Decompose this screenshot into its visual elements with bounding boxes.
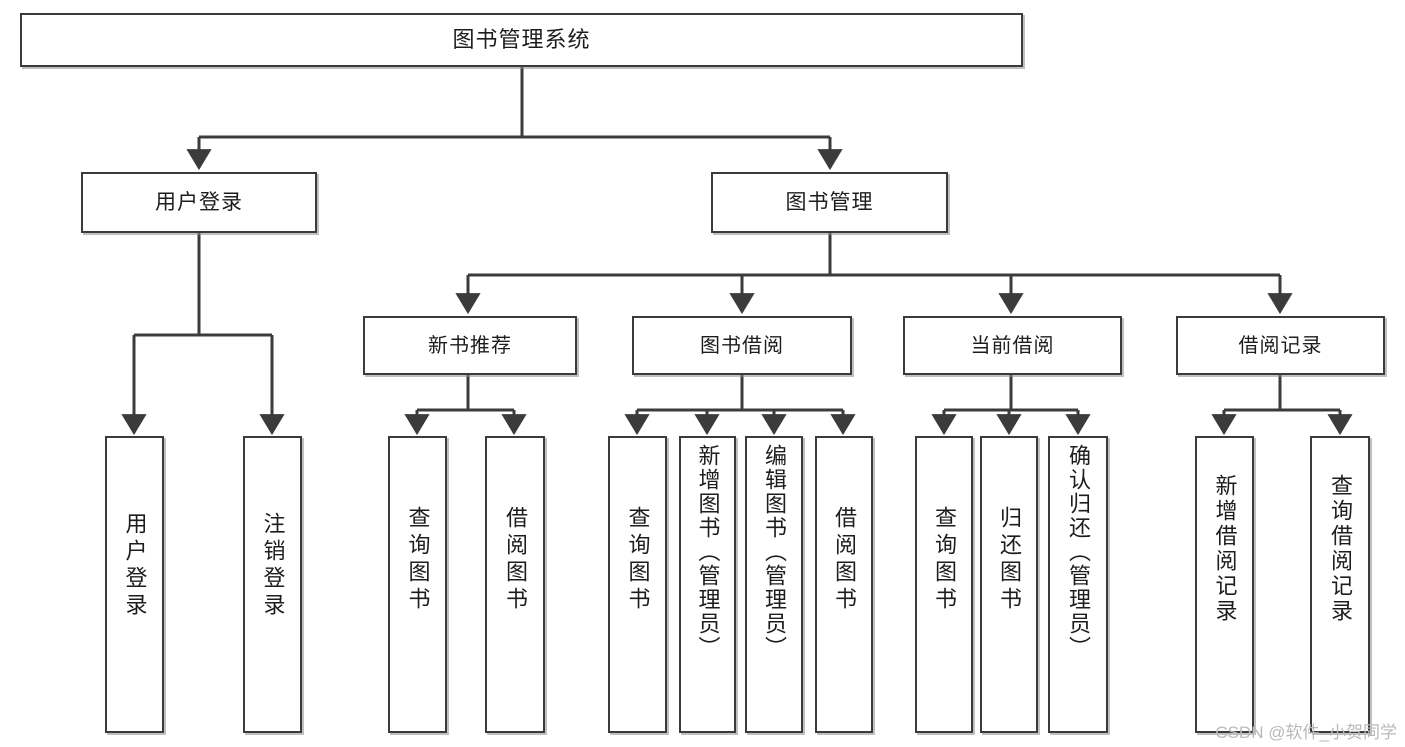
- leaf-current-confirm-return-admin[interactable]: 确认归还（管理员）: [1048, 436, 1108, 733]
- node-label: 用户登录: [155, 190, 243, 214]
- node-label: 新增图书（管理员）: [695, 444, 721, 660]
- node-label: 借阅图书: [503, 506, 528, 614]
- node-label: 查询图书: [625, 506, 651, 614]
- leaf-borrow-query-book[interactable]: 查询图书: [608, 436, 667, 733]
- leaf-borrow-borrow-book[interactable]: 借阅图书: [815, 436, 873, 733]
- node-label: 查询图书: [932, 506, 957, 614]
- leaf-record-query-record[interactable]: 查询借阅记录: [1310, 436, 1370, 733]
- leaf-current-query-book[interactable]: 查询图书: [915, 436, 973, 733]
- node-label: 图书借阅: [700, 334, 784, 357]
- node-label: 注销登录: [260, 512, 286, 620]
- node-label: 编辑图书（管理员）: [762, 444, 787, 660]
- node-new-book-recommend[interactable]: 新书推荐: [363, 316, 577, 375]
- node-label: 新增借阅记录: [1212, 474, 1238, 624]
- leaf-borrow-add-book-admin[interactable]: 新增图书（管理员）: [679, 436, 736, 733]
- leaf-borrow-edit-book-admin[interactable]: 编辑图书（管理员）: [745, 436, 803, 733]
- leaf-record-add-record[interactable]: 新增借阅记录: [1195, 436, 1254, 733]
- node-borrow-record[interactable]: 借阅记录: [1176, 316, 1385, 375]
- node-label: 确认归还（管理员）: [1066, 444, 1091, 660]
- leaf-user-login-login[interactable]: 用户登录: [105, 436, 164, 733]
- node-label: 新书推荐: [428, 334, 512, 357]
- leaf-user-login-logout[interactable]: 注销登录: [243, 436, 302, 733]
- node-label: 借阅记录: [1238, 334, 1323, 357]
- node-label: 查询借阅记录: [1328, 474, 1353, 624]
- leaf-new-book-borrow[interactable]: 借阅图书: [485, 436, 545, 733]
- leaf-current-return-book[interactable]: 归还图书: [980, 436, 1038, 733]
- leaf-new-book-query[interactable]: 查询图书: [388, 436, 447, 733]
- node-label: 借阅图书: [832, 506, 857, 614]
- node-label: 查询图书: [405, 506, 431, 614]
- node-label: 当前借阅: [970, 334, 1055, 357]
- node-current-borrow[interactable]: 当前借阅: [903, 316, 1122, 375]
- node-label: 用户登录: [122, 512, 148, 620]
- node-label: 归还图书: [997, 506, 1022, 614]
- node-book-borrow[interactable]: 图书借阅: [632, 316, 852, 375]
- node-user-login[interactable]: 用户登录: [81, 172, 317, 233]
- node-root-system[interactable]: 图书管理系统: [20, 13, 1023, 67]
- node-book-management[interactable]: 图书管理: [711, 172, 948, 233]
- node-label: 图书管理: [785, 190, 874, 214]
- node-label: 图书管理系统: [452, 26, 591, 52]
